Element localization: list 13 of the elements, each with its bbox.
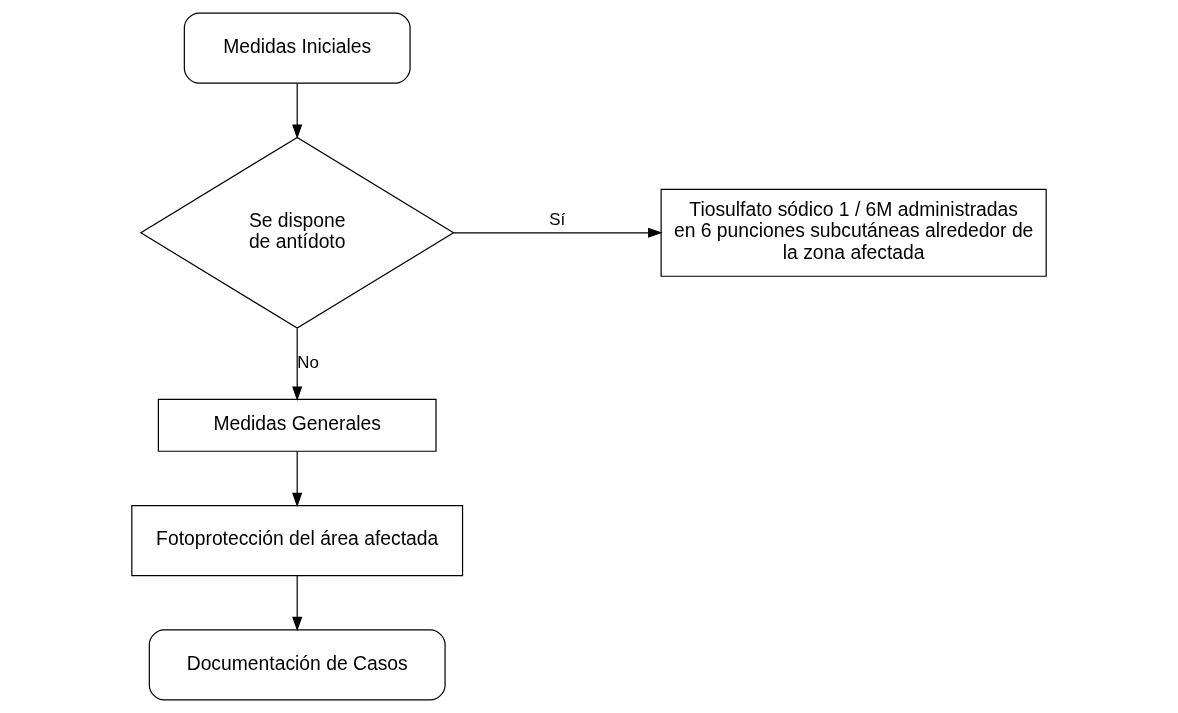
edge-label: Sí [549, 209, 566, 229]
arrow [292, 82, 303, 139]
arrow [453, 227, 663, 238]
node-box: Documentación de Casos [148, 629, 446, 701]
node-box: Medidas Generales [157, 398, 437, 452]
node-diamond: Se dispone de antídoto [139, 136, 455, 329]
node-box: Fotoprotección del área afectada [131, 504, 464, 577]
node-box: Tiosulfato sódico 1 / 6M administradas en 6 punciones subcutáneas alrededor de la zona afectada [660, 188, 1047, 277]
arrow [292, 327, 303, 401]
edge-label: No [297, 353, 319, 373]
arrow [292, 575, 303, 632]
arrow [292, 450, 303, 508]
node-box: Medidas Iniciales [183, 12, 411, 84]
